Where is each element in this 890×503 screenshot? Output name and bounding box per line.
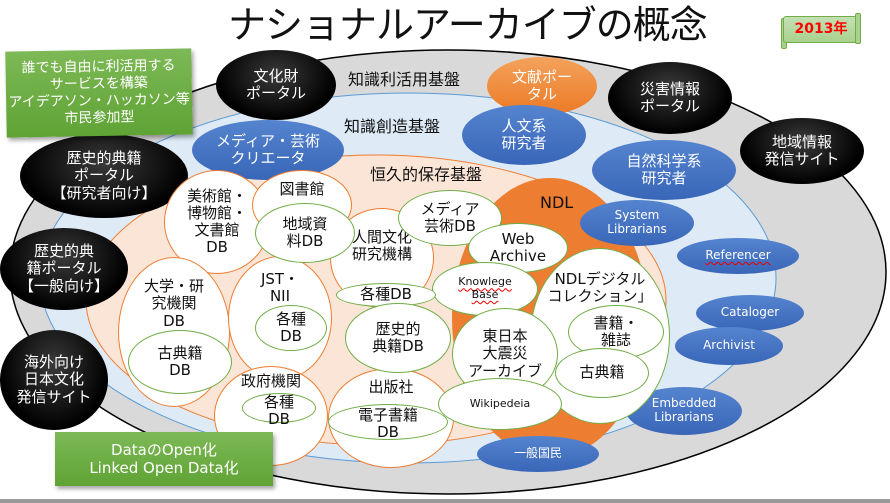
inst-museum-archive[interactable]: 美術館・ 博物館・ 文書館 DB (164, 170, 270, 274)
portal-chiiki[interactable]: 地域情報 発信サイト (740, 118, 864, 184)
db-gov-kakushu[interactable]: 各種 DB (242, 393, 316, 428)
user-jinbun[interactable]: 人文系 研究者 (462, 105, 586, 165)
db-rekishiteki-tenseki[interactable]: 歴史的 典籍DB (345, 303, 451, 373)
db-denshi-shoseki[interactable]: 電子書籍 DB (328, 404, 448, 441)
portal-rekishi-kenkyusha[interactable]: 歴史的典籍 ポータル 【研究者向け】 (20, 134, 188, 218)
db-koten-ndl[interactable]: 古典籍 (555, 348, 649, 398)
user-cataloger[interactable]: Cataloger (696, 295, 804, 331)
db-wikipedia[interactable]: Wikipedeia (438, 378, 562, 430)
page-title: ナショナルアーカイブの概念 (228, 3, 708, 47)
user-shizen[interactable]: 自然科学系 研究者 (592, 140, 736, 200)
user-archivist[interactable]: Archivist (675, 327, 783, 365)
user-system-librarians[interactable]: System Librarians (580, 200, 694, 246)
layer-label-creation: 知識創造基盤 (344, 117, 441, 136)
portal-rekishi-ippan[interactable]: 歴史的典 籍ポータル 【一般向け】 (0, 228, 128, 310)
db-knowledge-base-label: Knowlege Base (458, 275, 512, 301)
callout-citizen-participation: 誰でも自由に利活用する サービスを構築 アイデアソン・ハッカソン等 市民参加型 (5, 48, 193, 138)
layer-label-utilization: 知識利活用基盤 (348, 70, 461, 89)
user-referencer-label: Referencer (705, 248, 771, 263)
user-ippan-kokumin[interactable]: 一般国民 (477, 436, 599, 472)
year-badge: 2013年 (783, 16, 859, 43)
db-jst-kakushu[interactable]: 各種 DB (255, 305, 327, 351)
user-referencer[interactable]: Referencer (677, 238, 799, 274)
user-media-creator[interactable]: メディア・芸術 クリエータ (192, 120, 344, 180)
portal-saigai[interactable]: 災害情報 ポータル (608, 62, 732, 134)
layer-label-ndl: NDL (540, 193, 574, 212)
callout-open-data: DataのOpen化 Linked Open Data化 (55, 432, 273, 486)
badge-scroll-right (855, 13, 861, 44)
site-kaigai[interactable]: 海外向け 日本文化 発信サイト (0, 330, 108, 430)
db-knowledge-base[interactable]: Knowlege Base (432, 262, 538, 316)
slide-bottom-border (0, 499, 890, 503)
portal-bunkazai[interactable]: 文化財 ポータル (216, 50, 336, 120)
layer-label-preservation: 恒久的保存基盤 (370, 165, 483, 184)
db-koten-univ[interactable]: 古典籍 DB (128, 330, 232, 394)
db-chiiki-shiryo[interactable]: 地域資 料DB (255, 203, 355, 263)
